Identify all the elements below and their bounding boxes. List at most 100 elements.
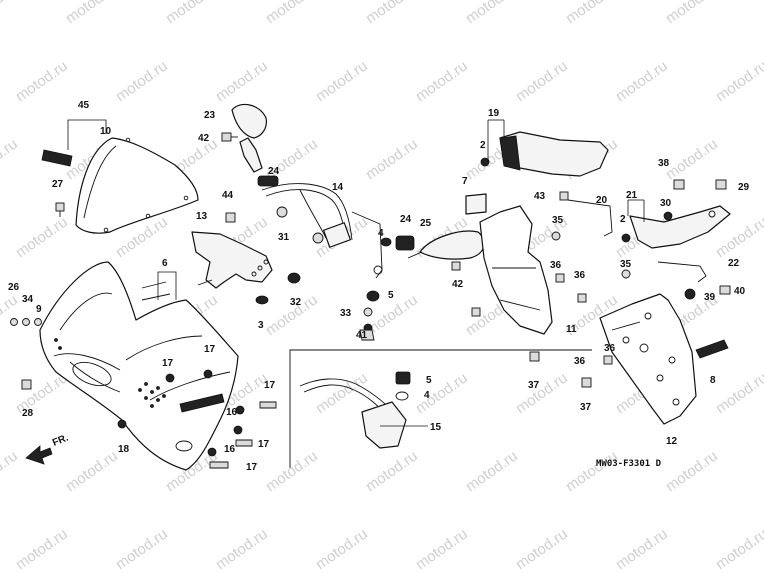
callout-5: 5 xyxy=(388,290,394,301)
decal-8 xyxy=(695,339,729,359)
callout-24: 24 xyxy=(268,166,280,177)
watermark-text: motod.ru xyxy=(113,525,171,573)
watermark-text: motod.ru xyxy=(713,369,764,417)
callout-36: 36 xyxy=(604,343,616,354)
front-direction-label: FR. xyxy=(51,432,70,448)
watermark-text: motod.ru xyxy=(213,57,271,105)
callout-25: 25 xyxy=(420,218,432,229)
watermark-text: motod.ru xyxy=(513,57,571,105)
callout-17: 17 xyxy=(264,380,276,391)
watermark-text: motod.ru xyxy=(663,447,721,495)
callout-27: 27 xyxy=(52,179,64,190)
callout-32: 32 xyxy=(290,297,302,308)
callout-40: 40 xyxy=(734,286,746,297)
front-direction-arrow xyxy=(25,445,53,465)
callout-31: 31 xyxy=(278,232,290,243)
callout-17: 17 xyxy=(204,344,216,355)
callout-16: 16 xyxy=(226,407,238,418)
screws-16-18 xyxy=(207,401,277,469)
callout-21: 21 xyxy=(626,190,638,201)
callout-23: 23 xyxy=(204,110,216,121)
callout-22: 22 xyxy=(728,258,740,269)
watermark-text: motod.ru xyxy=(563,447,621,495)
inset-stay-15 xyxy=(299,371,428,449)
callout-36: 36 xyxy=(574,270,586,281)
clip-2-upper xyxy=(480,157,490,167)
watermark-text: motod.ru xyxy=(513,525,571,573)
callout-41: 41 xyxy=(356,330,368,341)
watermark-text: motod.ru xyxy=(63,447,121,495)
callout-35: 35 xyxy=(620,259,632,270)
callout-12: 12 xyxy=(666,436,678,447)
callout-18: 18 xyxy=(118,444,130,455)
fairing-dots xyxy=(54,338,166,408)
watermark-text: motod.ru xyxy=(613,525,671,573)
watermark-text: motod.ru xyxy=(163,0,221,27)
watermark-text: motod.ru xyxy=(363,0,421,27)
bracket-7 xyxy=(465,193,487,215)
callout-28: 28 xyxy=(22,408,34,419)
callout-37: 37 xyxy=(528,380,540,391)
watermark-text: motod.ru xyxy=(13,57,71,105)
watermark-text: motod.ru xyxy=(263,0,321,27)
watermark-text: motod.ru xyxy=(363,447,421,495)
callout-24: 24 xyxy=(400,214,412,225)
bolts-31 xyxy=(276,206,324,244)
watermark-text: motod.ru xyxy=(513,369,571,417)
watermark-text: motod.ru xyxy=(0,291,21,339)
upper-cowl-stay xyxy=(261,183,383,279)
diagram-code: MW03-F3301 D xyxy=(596,459,662,469)
grommet-24-left xyxy=(257,175,279,187)
watermark-text: motod.ru xyxy=(63,0,121,27)
watermark-text: motod.ru xyxy=(463,0,521,27)
callout-38: 38 xyxy=(658,158,670,169)
callout-6: 6 xyxy=(162,258,168,269)
callout-17: 17 xyxy=(246,462,258,473)
callout-26: 26 xyxy=(8,282,20,293)
bracket-21 xyxy=(629,205,731,249)
watermark-text: motod.ru xyxy=(413,57,471,105)
callout-17: 17 xyxy=(258,439,270,450)
callout-43: 43 xyxy=(534,191,546,202)
callout-36: 36 xyxy=(574,356,586,367)
screw-42-lower xyxy=(451,261,461,271)
left-mirror xyxy=(231,103,267,173)
callout-14: 14 xyxy=(332,182,344,193)
watermark-text: motod.ru xyxy=(213,525,271,573)
screw-36-panel xyxy=(603,355,613,365)
callout-2: 2 xyxy=(480,140,486,151)
callout-9: 9 xyxy=(36,304,42,315)
watermark-text: motod.ru xyxy=(413,369,471,417)
screw-35 xyxy=(551,231,561,241)
front-fairing-6 xyxy=(39,261,239,471)
inner-panel-11 xyxy=(479,205,553,335)
callout-37: 37 xyxy=(580,402,592,413)
detail-inset-frame xyxy=(289,349,592,468)
callout-4: 4 xyxy=(378,228,384,239)
fasteners-39-40-35 xyxy=(621,269,731,300)
callout-4: 4 xyxy=(424,390,430,401)
callout-45: 45 xyxy=(78,100,90,111)
watermark-text: motod.ru xyxy=(713,57,764,105)
watermark-text: motod.ru xyxy=(313,525,371,573)
watermark-text: motod.ru xyxy=(663,0,721,27)
callout-2: 2 xyxy=(620,214,626,225)
callout-labels: 4510234227241444133162634928171718171617… xyxy=(8,100,750,473)
watermark-text: motod.ru xyxy=(363,135,421,183)
bracket-20 xyxy=(559,191,613,237)
watermark-text: motod.ru xyxy=(13,213,71,261)
watermark-text: motod.ru xyxy=(313,57,371,105)
watermark-text: motod.ru xyxy=(613,57,671,105)
screw-27 xyxy=(55,202,65,217)
callout-15: 15 xyxy=(430,422,442,433)
watermark-text: motod.ru xyxy=(0,0,21,27)
callout-16: 16 xyxy=(224,444,236,455)
callout-39: 39 xyxy=(704,292,716,303)
bracket-22 xyxy=(657,261,707,283)
watermark-text: motod.ru xyxy=(113,57,171,105)
callout-29: 29 xyxy=(738,182,750,193)
windscreen-decal xyxy=(41,149,73,167)
callout-19: 19 xyxy=(488,108,500,119)
